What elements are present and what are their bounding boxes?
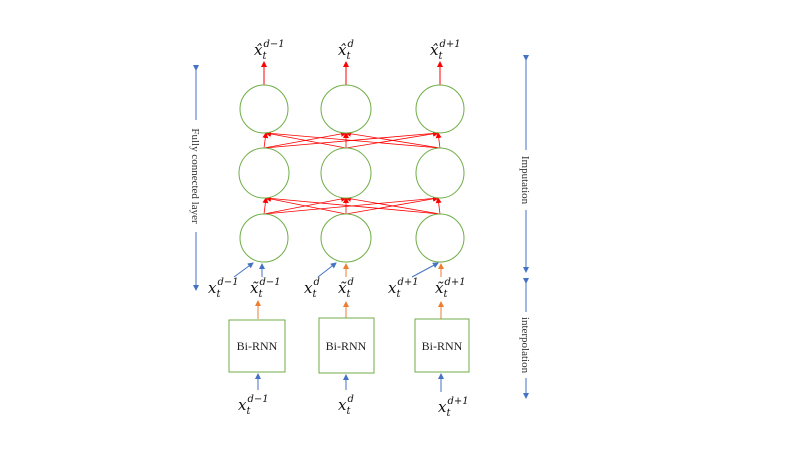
connections-middle — [262, 195, 442, 215]
bottom-input-label-1: xtd−1 — [238, 394, 269, 417]
neuron-l3-2 — [320, 84, 372, 134]
bi-rnn-label-3: Bi-RNN — [422, 339, 463, 353]
rnn-output-arrows — [255, 300, 444, 319]
connections-top — [262, 130, 442, 149]
bi-rnn-box-3 — [414, 318, 470, 373]
bottom-input-label-3: xtd+1 — [438, 396, 469, 419]
input-x-label-3: xtd+1 — [388, 277, 419, 300]
neuron-l2-2 — [320, 147, 372, 199]
input-x-label-2: xtd — [304, 277, 320, 300]
output-label-1: x̂td−1 — [254, 39, 285, 62]
neuron-l1-2 — [320, 213, 372, 263]
input-xtilde-label-2: x̃td — [338, 277, 354, 300]
side-label-imputation: Imputation — [519, 156, 531, 205]
rnn-boxes: Bi-RNN Bi-RNN Bi-RNN — [228, 317, 470, 374]
input-x-label-1: xtd−1 — [208, 277, 239, 300]
output-arrows — [261, 61, 443, 85]
neuron-l2-1 — [238, 147, 290, 199]
side-label-interpolation: interpolation — [519, 317, 531, 374]
neuron-l3-3 — [415, 84, 465, 134]
input-xtilde-label-3: x̃td+1 — [435, 277, 466, 300]
input-xtilde-label-1: x̃td−1 — [250, 277, 281, 300]
layer-input-labels: xtd−1 x̃td−1 xtd x̃td xtd+1 x̃td+1 — [208, 277, 466, 300]
bi-rnn-box-1 — [228, 319, 286, 373]
neuron-l3-1 — [239, 84, 289, 134]
bi-rnn-label-1: Bi-RNN — [237, 339, 278, 353]
bottom-input-labels: xtd−1 xtd xtd+1 — [238, 394, 469, 419]
bottom-input-label-2: xtd — [338, 394, 354, 417]
neuron-l1-3 — [415, 213, 465, 263]
bi-rnn-label-2: Bi-RNN — [326, 339, 367, 353]
layer-input-arrows — [233, 262, 444, 278]
neuron-l2-3 — [415, 147, 465, 199]
neurons — [238, 84, 465, 263]
neuron-l1-1 — [239, 213, 289, 263]
bi-rnn-box-2 — [318, 317, 375, 374]
side-label-fully-connected: Fully connected layer — [189, 128, 201, 224]
output-label-3: x̂td+1 — [430, 39, 461, 62]
bottom-input-arrows — [255, 373, 444, 392]
output-labels: x̂td−1 x̂td x̂td+1 — [254, 39, 461, 62]
output-label-2: x̂td — [338, 39, 354, 62]
